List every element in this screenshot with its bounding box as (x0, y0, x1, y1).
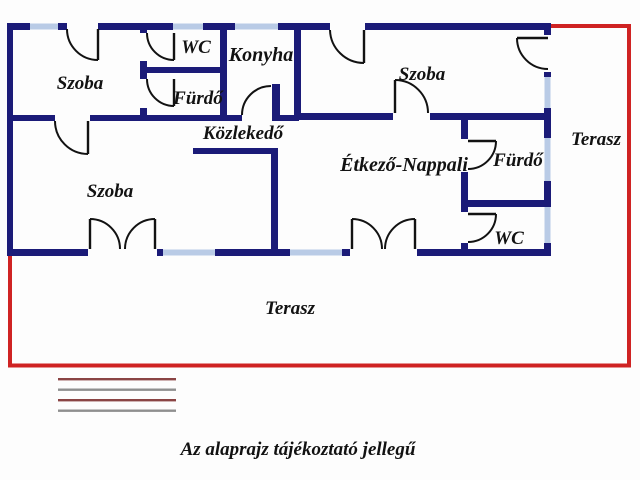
window-top-1 (30, 23, 58, 30)
window-right-3 (544, 207, 551, 243)
wall-top (365, 23, 551, 30)
wall-stub-konyha-door (272, 84, 280, 115)
wall-konyha-right (294, 29, 301, 113)
scale-line-2 (58, 388, 176, 391)
wall-top (58, 23, 67, 30)
label-terasz-bottom: Terasz (265, 298, 316, 319)
label-konyha: Konyha (228, 44, 293, 66)
window-right-2 (544, 138, 551, 181)
wall-bottom (417, 249, 551, 256)
entrance-door-arc (66, 28, 99, 61)
wall-kozlekedo-bottom (193, 148, 278, 154)
wall-bottom (342, 249, 350, 256)
double-door-2-left-arc (351, 218, 383, 250)
label-furdo-right: Fürdő (492, 150, 544, 171)
exterior-walls (7, 23, 551, 256)
caption-text: Az alaprajz tájékoztató jellegű (180, 439, 417, 460)
window-top-3 (235, 23, 278, 30)
double-door-1-right-arc (124, 218, 156, 250)
wall-mid-left (272, 115, 299, 121)
wall-konyha-left (220, 29, 227, 115)
wall-wc-left (140, 29, 147, 33)
scale-line-4 (58, 409, 176, 412)
scale-bar (58, 378, 176, 412)
window-bottom-2 (290, 249, 342, 256)
wc-right-door-arc (467, 213, 497, 243)
window-bottom-1 (163, 249, 215, 256)
konyha-door-arc (241, 85, 272, 116)
doors (54, 28, 549, 250)
wall-szoba-right-bottom (294, 113, 393, 120)
wall-furdo-wc-left-column (461, 120, 468, 139)
furdo-left-door-arc (146, 78, 175, 107)
wc-left-door-arc (146, 32, 175, 61)
label-terasz-right: Terasz (571, 129, 622, 150)
szoba-right-top-door-arc (329, 29, 365, 64)
wall-mid-left (90, 115, 242, 121)
wall-top (203, 23, 235, 30)
wall-top (98, 23, 173, 30)
scale-line-1 (58, 378, 176, 381)
wall-right (544, 72, 551, 77)
double-door-1-left-arc (89, 218, 121, 250)
label-szoba-top-left: Szoba (57, 73, 104, 94)
room-labels: Szoba WC Konyha Fürdő Közlekedő Szoba Sz… (57, 37, 622, 319)
wall-nappali-left (271, 148, 278, 250)
szoba-szoba-door-arc (54, 120, 89, 155)
wall-top (278, 23, 330, 30)
windows (30, 23, 551, 256)
wall-wc-furdo-divider (140, 67, 227, 73)
wall-furdo-wc-left-column (461, 172, 468, 212)
wall-left (7, 23, 13, 256)
wall-szoba-right-bottom (430, 113, 551, 120)
szoba-right-bottom-door-arc (394, 79, 429, 114)
label-szoba-bottom-left: Szoba (87, 181, 134, 202)
wall-wc-left (140, 61, 147, 67)
wall-furdo-left (140, 108, 147, 115)
label-szoba-top-right: Szoba (399, 64, 446, 85)
label-etkezo-nappali: Étkező-Nappali (339, 153, 468, 176)
wall-right (544, 23, 551, 35)
terrace-outline (8, 24, 631, 368)
terrace-door-arc (516, 37, 549, 70)
window-right-1 (544, 77, 551, 108)
scale-line-3 (58, 399, 176, 402)
wall-furdo-wc-left-column (461, 243, 468, 250)
wall-bottom (157, 249, 163, 256)
wall-right (544, 181, 551, 207)
label-wc-left: WC (181, 37, 211, 58)
double-door-2-right-arc (384, 218, 416, 250)
wall-top (7, 23, 30, 30)
wall-right (544, 108, 551, 138)
furdo-right-door-arc (467, 140, 497, 170)
interior-walls (13, 29, 551, 250)
wall-bottom (215, 249, 290, 256)
wall-furdo-wc-divider (461, 200, 551, 207)
window-top-2 (173, 23, 203, 30)
label-kozlekedo: Közlekedő (202, 123, 285, 144)
wall-mid-left (13, 115, 55, 121)
label-wc-right: WC (494, 228, 524, 249)
label-furdo-left: Fürdő (172, 88, 224, 109)
wall-bottom (7, 249, 88, 256)
wall-right (544, 243, 551, 256)
wall-furdo-left (140, 73, 147, 79)
